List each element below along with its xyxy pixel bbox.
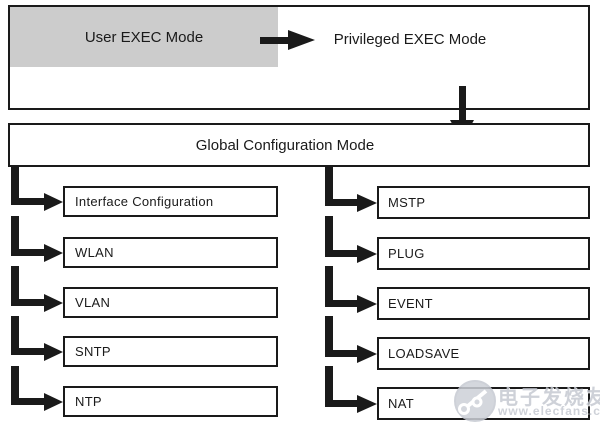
mode-label: LOADSAVE: [388, 346, 460, 361]
arrow-right-icon: [11, 299, 44, 306]
mode-label: MSTP: [388, 195, 426, 210]
arrow-right-head-icon: [44, 393, 63, 411]
mode-label: VLAN: [75, 295, 111, 310]
arrow-right-icon: [325, 350, 357, 357]
connector-elbow: [325, 266, 333, 307]
global-configuration-mode-box: Global Configuration Mode: [8, 123, 590, 167]
mode-label: NAT: [388, 396, 414, 411]
global-configuration-mode-label: Global Configuration Mode: [195, 136, 375, 154]
arrow-right-head-icon: [44, 193, 63, 211]
mode-box-ntp: NTP: [63, 386, 278, 417]
privileged-exec-mode-label: Privileged EXEC Mode: [330, 5, 490, 73]
arrow-right-head-icon: [357, 295, 377, 313]
mode-box-wlan: WLAN: [63, 237, 278, 268]
arrow-down-icon: [459, 86, 466, 122]
connector-elbow: [11, 216, 19, 256]
arrow-right-head-icon: [357, 245, 377, 263]
elecfans-logo-icon: [452, 378, 498, 424]
watermark-url-text: www.elecfans.com: [498, 404, 600, 418]
arrow-right-icon: [325, 250, 357, 257]
mode-label: NTP: [75, 394, 102, 409]
arrow-right-icon: [325, 300, 357, 307]
arrow-right-head-icon: [357, 194, 377, 212]
mode-box-plug: PLUG: [377, 237, 590, 270]
mode-box-mstp: MSTP: [377, 186, 590, 219]
arrow-right-head-icon: [357, 345, 377, 363]
arrow-right-icon: [325, 400, 357, 407]
user-exec-mode-box: User EXEC Mode: [10, 7, 278, 67]
connector-elbow: [325, 316, 333, 357]
watermark-brand-text: 电子发烧友: [498, 387, 600, 409]
arrow-right-head-icon: [44, 294, 63, 312]
arrow-right-icon: [11, 249, 44, 256]
arrow-right-icon: [260, 37, 288, 44]
connector-elbow: [325, 167, 333, 206]
arrow-right-icon: [11, 398, 44, 405]
arrow-right-icon: [11, 198, 44, 205]
mode-label: SNTP: [75, 344, 111, 359]
mode-box-vlan: VLAN: [63, 287, 278, 318]
connector-elbow: [11, 316, 19, 355]
arrow-right-head-icon: [44, 244, 63, 262]
arrow-right-icon: [325, 199, 357, 206]
connector-elbow: [325, 216, 333, 257]
arrow-right-icon: [11, 348, 44, 355]
mode-label: PLUG: [388, 246, 425, 261]
mode-label: EVENT: [388, 296, 433, 311]
connector-elbow: [325, 366, 333, 407]
arrow-right-head-icon: [44, 343, 63, 361]
mode-box-event: EVENT: [377, 287, 590, 320]
connector-elbow: [11, 366, 19, 405]
mode-label: WLAN: [75, 245, 114, 260]
mode-box-interface-configuration: Interface Configuration: [63, 186, 278, 217]
mode-box-sntp: SNTP: [63, 336, 278, 367]
user-exec-mode-label: User EXEC Mode: [84, 28, 204, 46]
privileged-exec-mode-text: Privileged EXEC Mode: [333, 30, 487, 48]
connector-elbow: [11, 167, 19, 205]
mode-label: Interface Configuration: [75, 194, 214, 209]
arrow-right-head-icon: [288, 30, 315, 50]
mode-box-loadsave: LOADSAVE: [377, 337, 590, 370]
connector-elbow: [11, 266, 19, 306]
arrow-right-head-icon: [357, 395, 377, 413]
